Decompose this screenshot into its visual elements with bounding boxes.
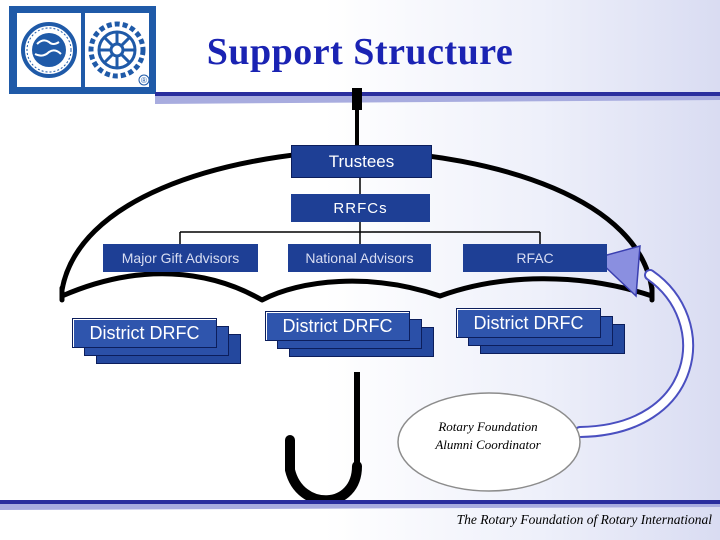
district-drfc-stack-left: District DRFC [72, 318, 242, 368]
coordinator-line-2: Alumni Coordinator [435, 437, 541, 452]
rrfcs-box: RRFCs [291, 194, 430, 222]
major-gift-advisors-box: Major Gift Advisors [103, 244, 258, 272]
footer-rule [0, 500, 720, 510]
page-title: Support Structure [206, 31, 514, 73]
footer-text: The Rotary Foundation of Rotary Internat… [456, 512, 712, 527]
district-drfc-right: District DRFC [456, 308, 601, 338]
alumni-coordinator-label: Rotary Foundation Alumni Coordinator [400, 418, 576, 454]
header-rule [155, 92, 720, 104]
rotary-international-globe-icon [21, 22, 77, 78]
rfac-box: RFAC [463, 244, 607, 272]
national-advisors-box: National Advisors [288, 244, 431, 272]
logo: ® [9, 6, 156, 94]
curved-arrow-icon [574, 244, 695, 438]
district-drfc-left: District DRFC [72, 318, 217, 348]
district-drfc-center: District DRFC [265, 311, 410, 341]
umbrella-handle [285, 435, 362, 506]
coordinator-line-1: Rotary Foundation [438, 419, 538, 434]
coordinator-oval [397, 392, 581, 492]
district-drfc-stack-right: District DRFC [456, 308, 626, 358]
umbrella-tip [352, 88, 362, 110]
district-drfc-stack-center: District DRFC [265, 311, 435, 361]
connector-lines [179, 176, 541, 244]
registered-mark: ® [141, 76, 147, 85]
trustees-box: Trustees [291, 145, 432, 178]
rotary-wheel-icon [88, 21, 146, 79]
